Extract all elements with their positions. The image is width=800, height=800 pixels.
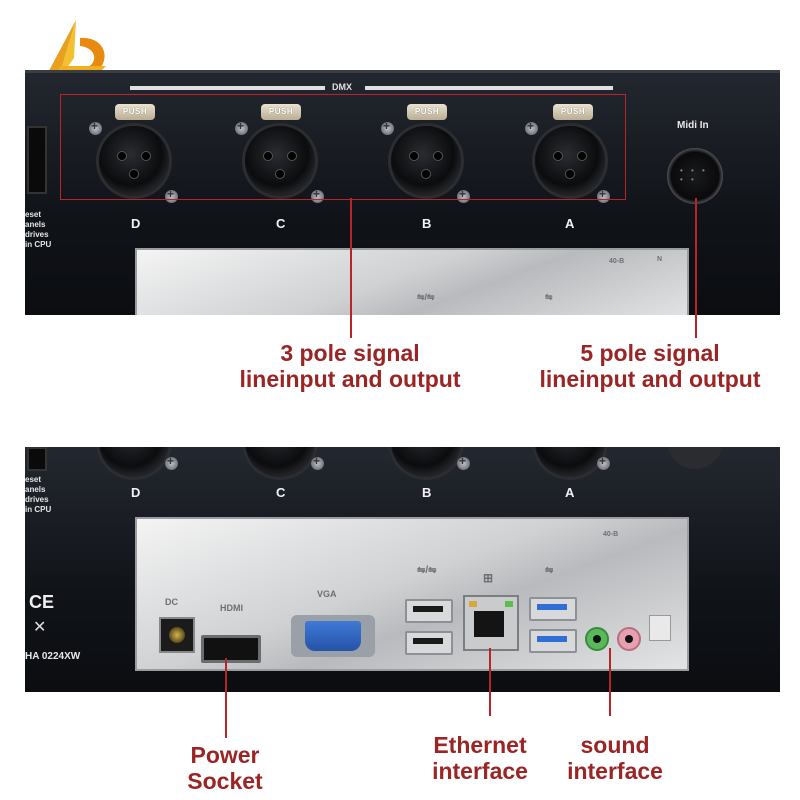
usb-symbol: ⇋	[545, 565, 554, 576]
plate-mark: 40-B	[609, 258, 625, 265]
xlr-connector-c[interactable]	[245, 126, 315, 196]
vga-port[interactable]	[291, 615, 375, 657]
callout-line-sound	[609, 648, 611, 716]
connector-letter-a: A	[565, 485, 575, 500]
screw	[311, 454, 324, 470]
dc-power-jack[interactable]	[159, 617, 195, 653]
screw	[525, 119, 538, 135]
push-tab[interactable]: PUSH	[407, 104, 447, 120]
audio-out-jack[interactable]	[585, 627, 609, 651]
screw	[381, 119, 394, 135]
midi-pins: • • • • •	[680, 166, 708, 184]
callout-line-power	[225, 658, 227, 738]
push-tab[interactable]: PUSH	[261, 104, 301, 120]
xlr-connector-d[interactable]	[99, 126, 169, 196]
midi-din-connector[interactable]	[667, 148, 723, 204]
highlight-box-xlr	[60, 94, 626, 200]
ce-mark: CE	[29, 592, 55, 612]
spdif-port[interactable]	[649, 615, 671, 641]
midi-din-connector[interactable]	[667, 447, 723, 469]
midi-label: Midi In	[677, 120, 709, 131]
screw	[89, 119, 102, 135]
hdmi-port[interactable]	[201, 635, 261, 663]
connector-letter-c: C	[276, 216, 286, 231]
dmx-bar-left	[130, 86, 325, 90]
hdmi-label: HDMI	[220, 603, 243, 613]
screw	[235, 119, 248, 135]
screw	[457, 454, 470, 470]
dmx-label: DMX	[332, 82, 352, 92]
connector-letter-b: B	[422, 485, 432, 500]
usb-symbol: ⇋/⇋	[417, 292, 435, 302]
screw	[165, 454, 178, 470]
connector-letter-d: D	[131, 216, 141, 231]
xlr-connector-d[interactable]	[99, 447, 169, 477]
callout-line-ethernet	[489, 648, 491, 716]
xlr-connector-c[interactable]	[245, 447, 315, 477]
callout-line-three-pole	[350, 198, 352, 338]
plate-mark: N	[657, 256, 663, 263]
xlr-connector-b[interactable]	[391, 447, 461, 477]
vga-label: VGA	[317, 589, 337, 599]
push-tab[interactable]: PUSH	[553, 104, 593, 120]
io-plate	[135, 248, 689, 315]
connector-letter-a: A	[565, 216, 575, 231]
usb2-port-bottom[interactable]	[405, 631, 453, 655]
usb-symbol: ⇋/⇋	[417, 565, 437, 576]
dmx-bar-right	[365, 86, 613, 90]
weee-bin-icon: ✕	[33, 619, 47, 636]
usb3-port-bottom[interactable]	[529, 629, 577, 653]
power-switch[interactable]	[27, 126, 47, 194]
power-switch[interactable]	[27, 447, 47, 471]
plate-code: 40-B	[603, 531, 619, 538]
connector-letter-d: D	[131, 485, 141, 500]
callout-line-five-pole	[695, 198, 697, 338]
xlr-connector-a[interactable]	[535, 126, 605, 196]
model-text: HA 0224XW	[25, 651, 81, 662]
connector-letter-c: C	[276, 485, 286, 500]
usb3-port-top[interactable]	[529, 597, 577, 621]
panel-edge	[25, 70, 780, 73]
ethernet-port[interactable]	[463, 595, 519, 651]
mic-in-jack[interactable]	[617, 627, 641, 651]
screw	[597, 454, 610, 470]
xlr-connector-a[interactable]	[535, 447, 605, 477]
usb-symbol: ⇋	[545, 292, 553, 302]
connector-letter-b: B	[422, 216, 432, 231]
usb2-port-top[interactable]	[405, 599, 453, 623]
network-icon: ⊞	[483, 571, 494, 585]
xlr-connector-b[interactable]	[391, 126, 461, 196]
dc-label: DC	[165, 597, 178, 607]
push-tab[interactable]: PUSH	[115, 104, 155, 120]
